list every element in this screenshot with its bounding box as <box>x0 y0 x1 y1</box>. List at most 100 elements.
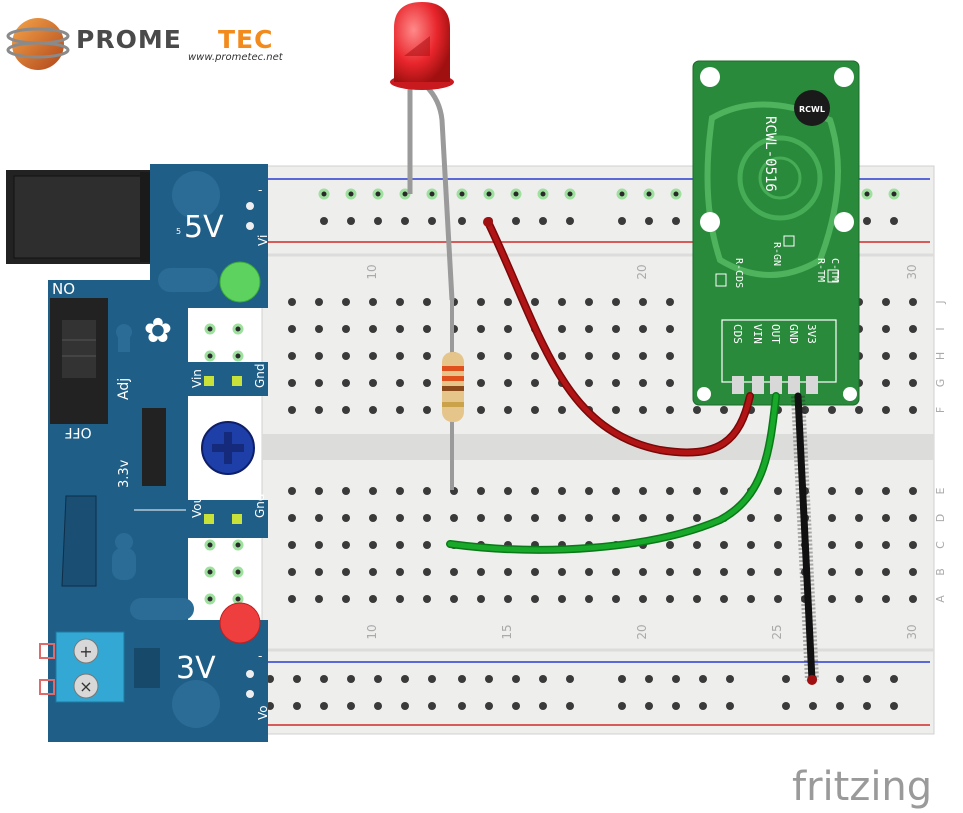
breadboard-hole <box>369 487 377 495</box>
breadboard-hole <box>423 325 431 333</box>
rail-hole <box>485 675 493 683</box>
rail-hole <box>428 702 436 710</box>
breadboard-holes <box>204 188 917 710</box>
col-label-bot-30: 30 <box>905 624 919 639</box>
breadboard-hole <box>342 298 350 306</box>
breadboard-channel <box>262 434 934 460</box>
breadboard-hole <box>504 406 512 414</box>
breadboard-hole <box>666 352 674 360</box>
breadboard-hole <box>612 568 620 576</box>
prometec-logo: PROME TEC www.prometec.net <box>6 18 284 70</box>
breadboard-hole <box>855 514 863 522</box>
breadboard-hole <box>639 595 647 603</box>
breadboard-hole <box>477 595 485 603</box>
breadboard-hole <box>666 379 674 387</box>
breadboard-hole <box>315 352 323 360</box>
logo-brand-part2: TEC <box>218 25 273 54</box>
svg-text:×: × <box>79 677 92 696</box>
breadboard-hole <box>558 595 566 603</box>
row-label-c: C <box>934 541 947 549</box>
row-label-b: B <box>934 568 947 576</box>
breadboard-hole <box>342 487 350 495</box>
breadboard-hole <box>855 487 863 495</box>
breadboard-hole <box>204 566 216 578</box>
breadboard-hole <box>232 566 244 578</box>
breadboard-hole <box>504 352 512 360</box>
breadboard-hole <box>423 406 431 414</box>
rail-hole <box>401 675 409 683</box>
breadboard-hole <box>232 323 244 335</box>
label-5v: 5V <box>184 210 224 245</box>
sensor-model: RCWL-0516 <box>762 116 778 192</box>
row-label-j: J <box>934 300 947 304</box>
breadboard-hole <box>369 541 377 549</box>
breadboard-hole <box>232 593 244 605</box>
rail-hole <box>618 217 626 225</box>
rail-hole <box>699 675 707 683</box>
breadboard-labels: 10 20 30 10 15 20 25 30 J I H G F E D C … <box>365 264 947 639</box>
pcb-label-r-tm: R-TM <box>815 258 826 282</box>
col-label-bot-20: 20 <box>635 624 649 639</box>
breadboard-hole <box>747 595 755 603</box>
breadboard-hole <box>882 568 890 576</box>
breadboard-hole <box>342 352 350 360</box>
breadboard-hole <box>909 487 917 495</box>
breadboard-hole <box>342 595 350 603</box>
breadboard-hole <box>855 568 863 576</box>
breadboard-hole <box>666 541 674 549</box>
breadboard-hole <box>720 568 728 576</box>
red-led <box>390 2 455 301</box>
rail-hole <box>863 217 871 225</box>
row-label-i: I <box>934 327 947 330</box>
label-small-5: 5 <box>176 227 181 236</box>
label-no: NO <box>52 280 75 298</box>
rail-hole <box>539 217 547 225</box>
breadboard-hole <box>666 298 674 306</box>
breadboard-hole <box>828 406 836 414</box>
breadboard-hole <box>909 541 917 549</box>
rcwl-0516-sensor: RCWL RCWL-0516 R-GN R-CDS C-TM R-TM 3V3 … <box>692 60 860 406</box>
breadboard-hole <box>747 541 755 549</box>
rail-hole <box>890 217 898 225</box>
power-led-green <box>219 261 261 303</box>
col-label-bot-15: 15 <box>500 624 514 639</box>
pin-label-vin: VIN <box>751 324 764 344</box>
row-label-h: H <box>934 352 947 360</box>
rail-hole <box>890 675 898 683</box>
fritzing-watermark: fritzing <box>792 764 932 810</box>
breadboard-hole <box>342 514 350 522</box>
breadboard-hole <box>396 379 404 387</box>
breadboard-hole <box>504 514 512 522</box>
breadboard-hole <box>342 379 350 387</box>
label-vout: Vout <box>190 491 204 518</box>
wires <box>446 217 819 685</box>
rail-hole <box>566 702 574 710</box>
breadboard-hole <box>639 298 647 306</box>
label-minus-top: - <box>258 183 262 197</box>
rail-hole <box>699 702 707 710</box>
rail-hole <box>512 702 520 710</box>
breadboard-hole <box>342 541 350 549</box>
breadboard-hole <box>477 568 485 576</box>
rcwl-logo-text: RCWL <box>799 105 825 114</box>
breadboard-hole <box>774 568 782 576</box>
breadboard-hole <box>828 487 836 495</box>
rail-hole <box>564 188 576 200</box>
rail-hole <box>458 675 466 683</box>
breadboard-hole <box>204 323 216 335</box>
breadboard-hole <box>531 514 539 522</box>
breadboard-hole <box>558 406 566 414</box>
breadboard-hole <box>504 298 512 306</box>
breadboard-hole <box>693 541 701 549</box>
pcb-label-r-gn: R-GN <box>771 242 782 266</box>
breadboard-hole <box>693 514 701 522</box>
breadboard-hole <box>204 539 216 551</box>
breadboard-hole <box>882 352 890 360</box>
rail-hole <box>618 675 626 683</box>
rail-hole <box>645 675 653 683</box>
rail-hole <box>539 702 547 710</box>
breadboard-hole <box>423 352 431 360</box>
label-gnd-top: Gnd <box>253 363 267 388</box>
breadboard-hole <box>450 595 458 603</box>
breadboard-hole <box>342 406 350 414</box>
